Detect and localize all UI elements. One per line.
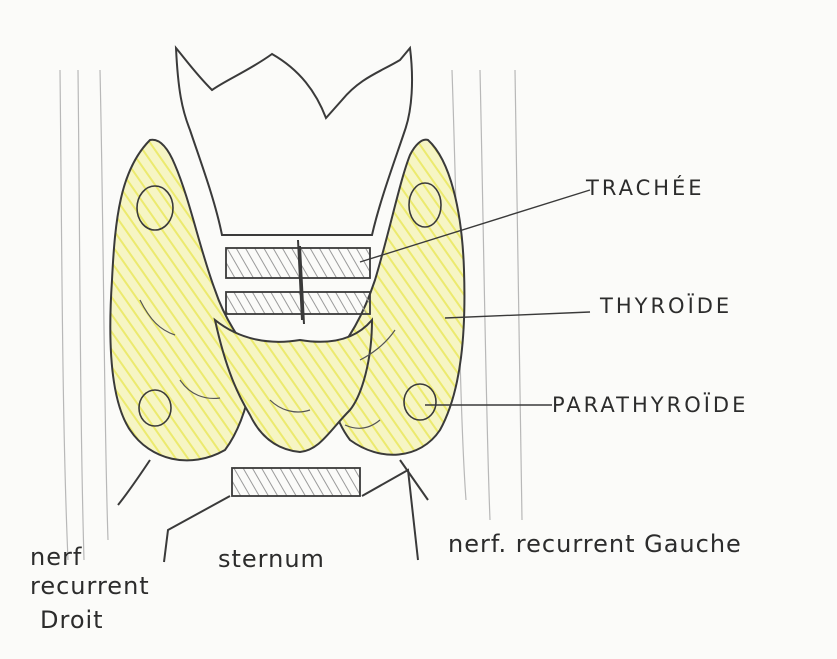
label-trachee: TRACHÉE [586,176,705,200]
label-sternum: sternum [218,545,325,573]
label-nerf-gauche: nerf. recurrent Gauche [448,530,742,558]
label-nerf-droit-line3: Droit [40,606,104,634]
label-thyroide: THYROÏDE [600,294,732,318]
label-nerf-droit-line2: recurrent [30,572,150,600]
larynx-outline [176,48,412,235]
neck-lines-left [60,70,108,560]
label-nerf-droit-line1: nerf [30,543,82,571]
label-parathyroide: PARATHYROÏDE [552,393,748,417]
